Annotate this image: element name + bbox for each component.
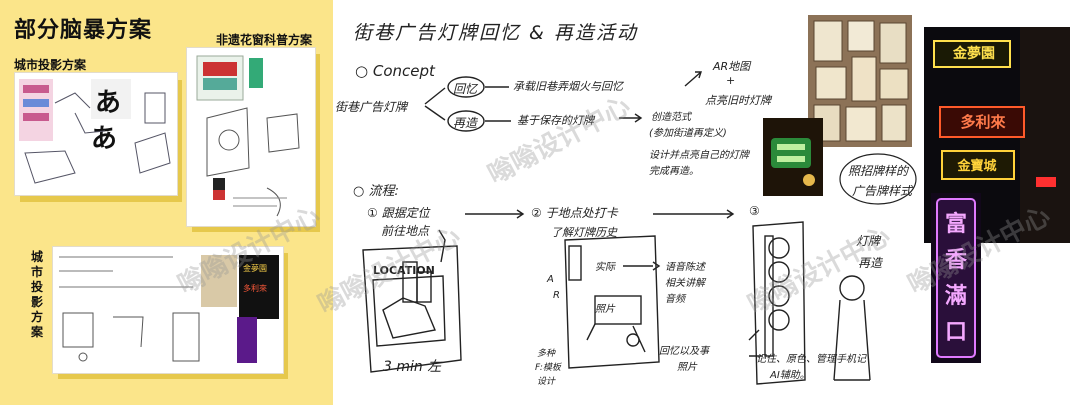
memory-photo-line-2: 照片 [677, 358, 697, 373]
voice-line-2: 相关讲解 [665, 274, 705, 289]
sign-label-1: 灯牌 [856, 232, 880, 249]
shop-photo-2: 照片 [595, 300, 615, 315]
mini-sketch-drawing: 金夢園 多利來 [53, 247, 283, 373]
design-line-3: 设计 [537, 374, 555, 387]
neon-sign-jinbaocheng: 金寶城 [944, 155, 1010, 174]
label-city-projection-vertical: 城市投影方案 [30, 250, 44, 340]
neon-sign-jinmengyuan: 金夢園 [942, 43, 1006, 63]
neon-sign-duolilai: 多利來 [946, 111, 1020, 132]
ar-letter: A [547, 274, 554, 285]
voice-line-3: 音频 [665, 290, 685, 305]
note-circle [838, 152, 918, 206]
brainstorm-panel: 部分脑暴方案 城市投影方案 非遗花窗科普方案 城市投影方案 あ あ [0, 0, 333, 405]
svg-text:金夢園: 金夢園 [243, 263, 267, 273]
green-sign-photo [763, 118, 823, 196]
voice-line-1: 语音陈述 [665, 258, 705, 273]
sign-label-2: 再造 [858, 254, 882, 271]
shop-photo-1: 实际 [595, 258, 615, 273]
memory-photo-line-1: 回忆以及事 [659, 342, 709, 357]
svg-text:あ: あ [95, 88, 121, 118]
sketch-drawing: あ あ [15, 73, 177, 195]
three-minutes-label: 3 min 左 [383, 356, 441, 376]
frames-wall-photo [808, 15, 912, 147]
panel-title: 部分脑暴方案 [14, 12, 152, 44]
city-projection-sketch-thumbnail[interactable]: あ あ [14, 72, 178, 196]
final-line-2: AI辅助。 [770, 366, 810, 381]
city-projection-bottom-thumbnail[interactable]: 金夢園 多利來 [52, 246, 284, 374]
label-heritage-window: 非遗花窗科普方案 [216, 31, 312, 48]
heritage-window-sketch-thumbnail[interactable] [186, 47, 316, 227]
label-city-projection: 城市投影方案 [14, 56, 86, 73]
svg-text:あ: あ [91, 124, 117, 154]
neon-sign-purple: 富香滿口 [939, 207, 973, 351]
design-line-1: 多种 [537, 346, 555, 359]
concept-sketch-area: 街巷广告灯牌回忆 & 再造活动 ○ Concept 街巷广告灯牌 回忆 再造 承… [333, 0, 808, 405]
heritage-sketch-drawing [187, 48, 315, 226]
purple-neon-photo: 富香滿口 [931, 193, 981, 363]
r-letter: R [553, 290, 560, 301]
location-label: LOCATION [373, 264, 435, 277]
sketch-lines [333, 0, 808, 405]
design-line-2: F:模板 [535, 360, 561, 373]
person-sketch [820, 270, 890, 390]
svg-text:多利來: 多利來 [243, 283, 267, 293]
